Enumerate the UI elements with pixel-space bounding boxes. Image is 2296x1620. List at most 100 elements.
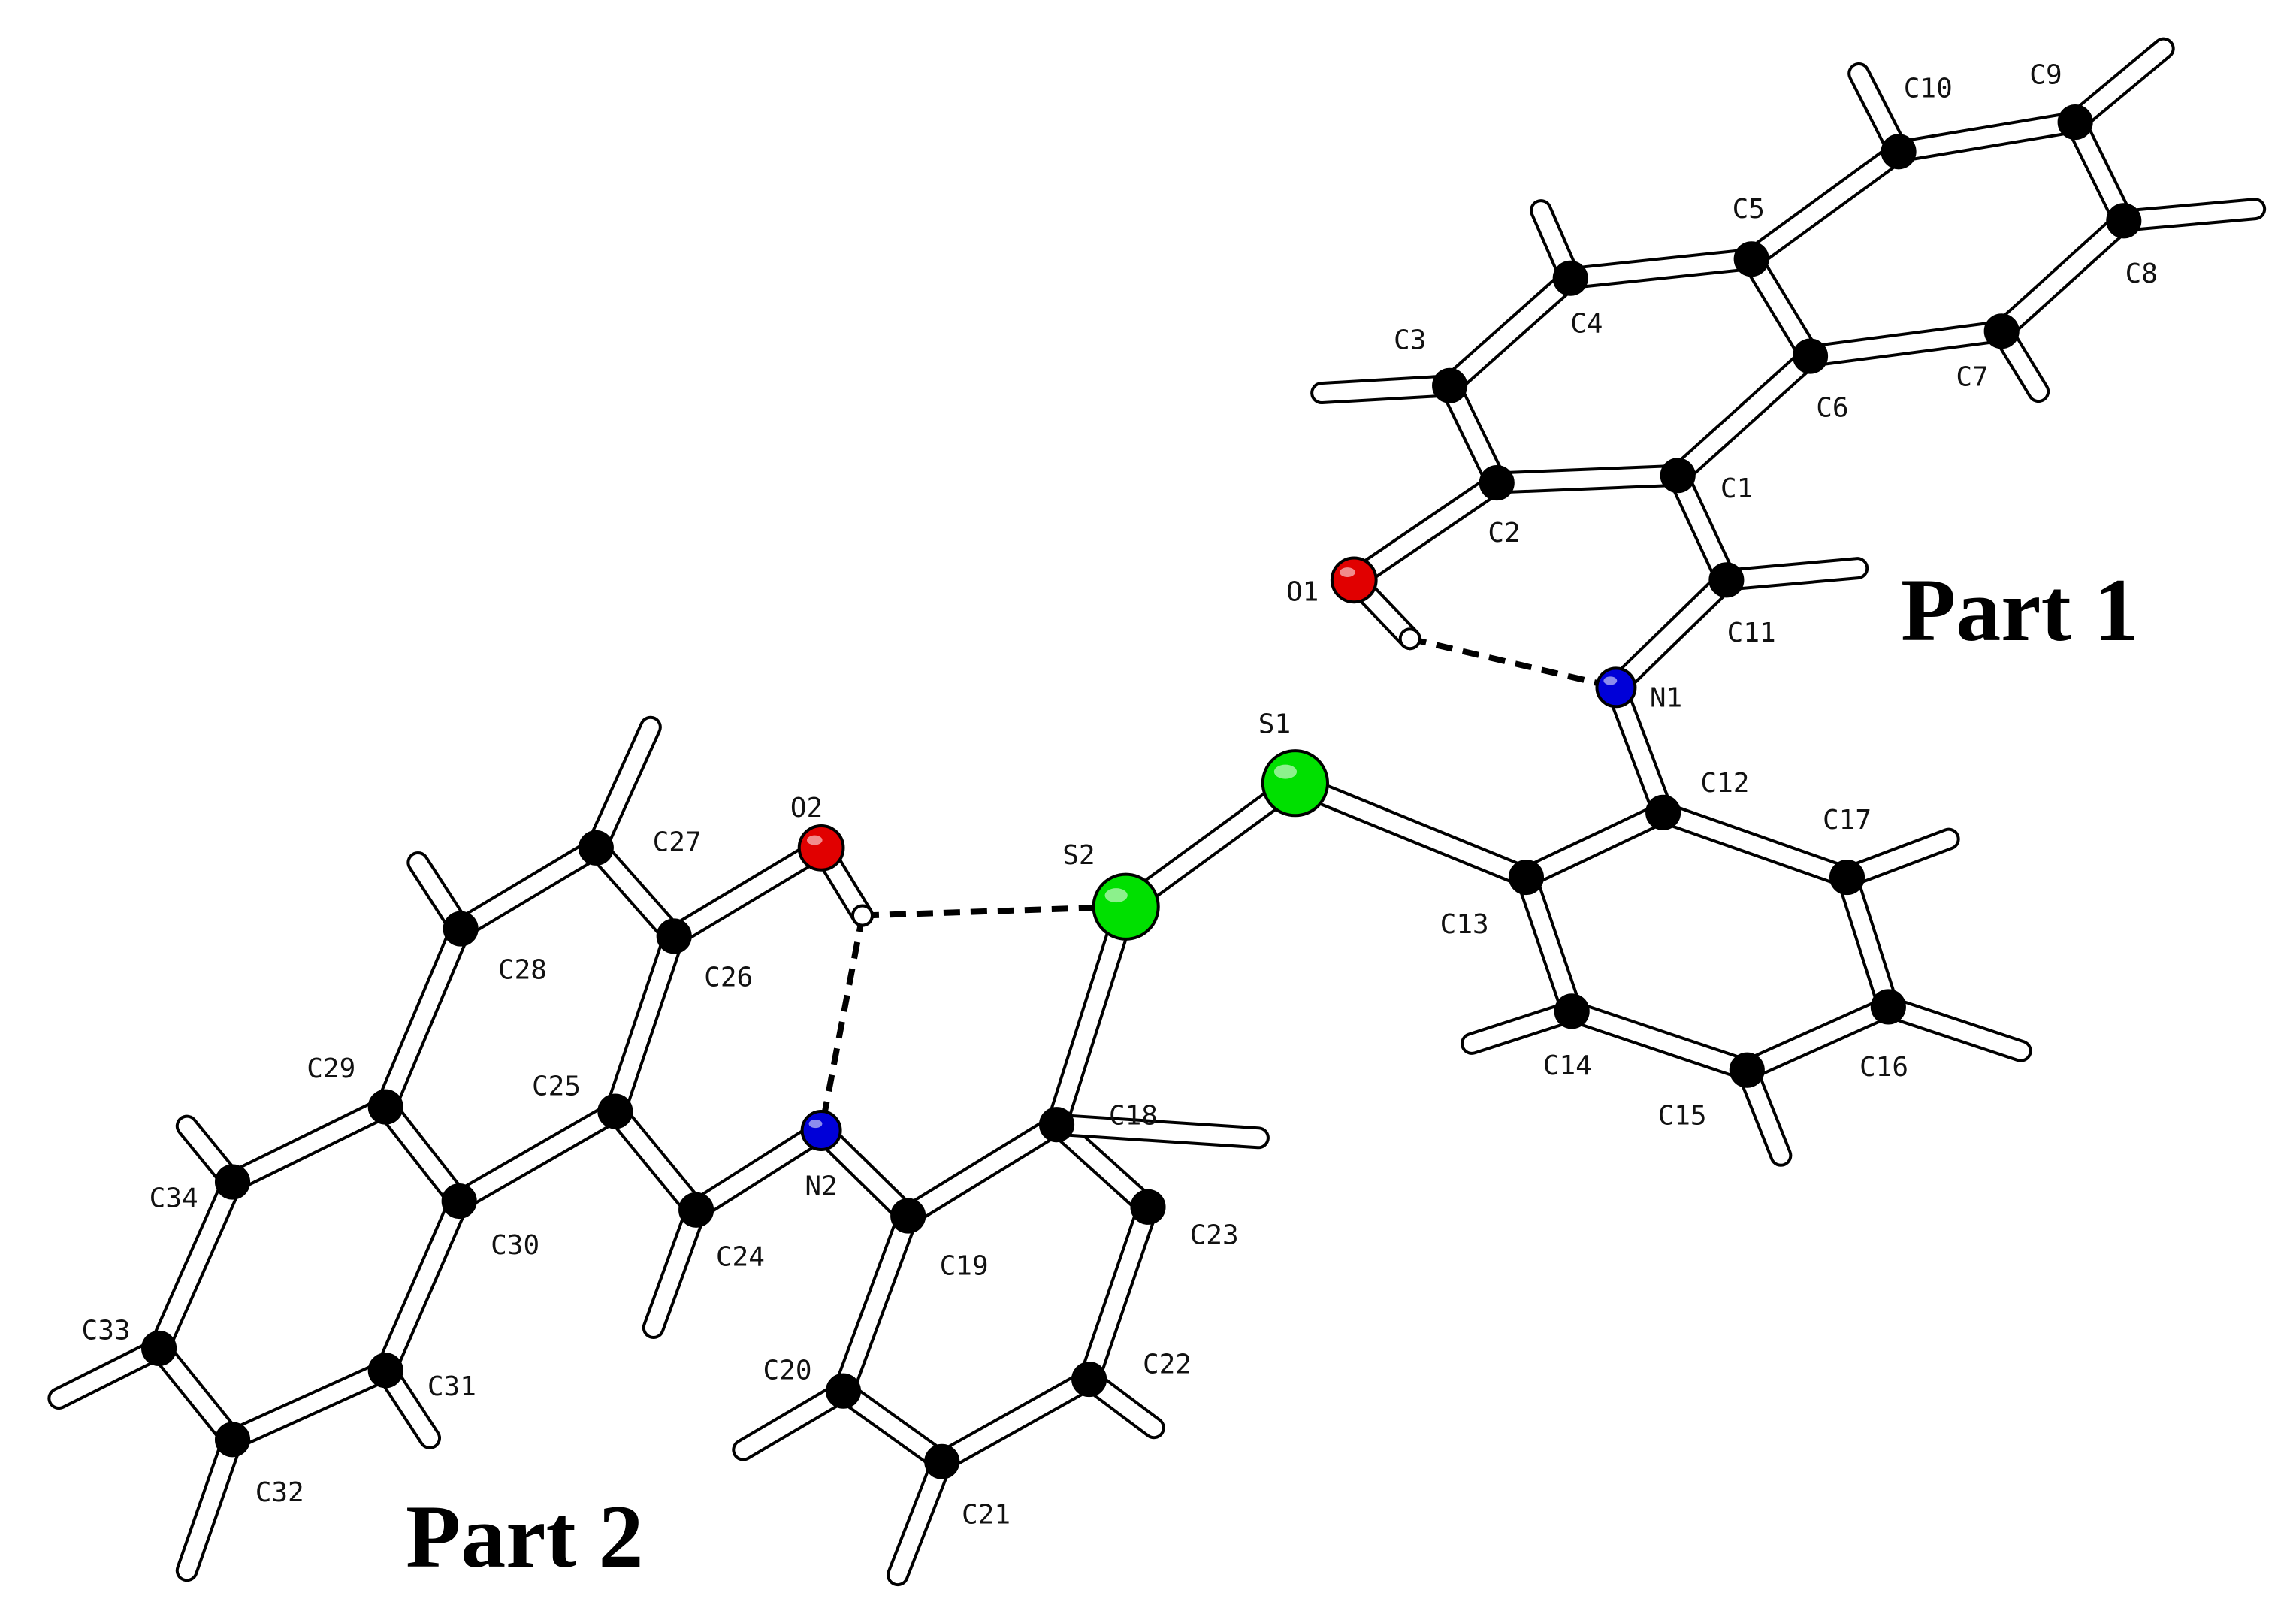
bond-c4-c5 [1559,247,1763,290]
bond-s1-s2 [1114,772,1307,918]
atom-label-n2: N2 [805,1171,837,1202]
bond-c33-h [47,1337,171,1410]
bond-c10-c9 [1887,110,2087,163]
bond-c8-h [2112,198,2267,232]
bond-c24-c25 [603,1100,708,1222]
hydrogen-bond-h2-s2 [862,903,1126,919]
atom-c14 [1554,993,1590,1029]
atom-c22 [1071,1362,1107,1398]
bond-c14-c15 [1560,999,1759,1082]
atom-label-c11: C11 [1727,618,1776,648]
atom-s2 [1092,872,1160,941]
atom-c28 [443,911,479,947]
bond-c27-h [585,715,662,860]
atom-label-c34: C34 [150,1183,198,1213]
atom-c24 [678,1192,714,1228]
bond-c7-c6 [1799,319,2014,368]
atom-highlight [808,1119,823,1129]
atom-c18 [1038,1107,1075,1143]
hydrogen-bond-h2-n2 [818,914,866,1132]
atom-highlight [1603,676,1618,685]
bond-c18-c19 [896,1113,1068,1228]
bond-c26-o2 [663,836,833,948]
atom-c29 [367,1089,403,1125]
atom-c25 [597,1093,633,1129]
bond-c32-c31 [221,1359,397,1451]
bond-c12-c13 [1515,801,1675,889]
bond-c26-c27 [585,836,686,948]
bond-c5-c6 [1740,247,1822,368]
atom-label-c27: C27 [653,827,702,857]
covalent-bond-layer [47,37,2267,1587]
bond-c1-c2 [1485,464,1690,494]
atom-c20 [825,1373,862,1409]
atom-label-s1: S1 [1258,709,1291,740]
atom-label-c15: C15 [1658,1101,1707,1132]
bond-c20-c21 [832,1380,953,1473]
atom-c32 [214,1422,251,1458]
bond-c25-c26 [603,924,686,1123]
atom-c6 [1792,338,1829,374]
bond-c20-h [732,1380,855,1461]
atom-c13 [1508,860,1545,896]
atom-c21 [924,1443,960,1479]
bond-s2-c18 [1045,895,1137,1136]
atom-c9 [2057,104,2093,141]
atom-highlight [807,835,823,845]
part-2-label: Part 2 [406,1486,644,1586]
bond-c3-h [1310,374,1461,405]
atom-c30 [441,1183,477,1220]
atom-label-c13: C13 [1440,909,1489,940]
bond-c13-s1 [1283,772,1538,889]
atom-c5 [1733,241,1769,277]
atom-label-c18: C18 [1109,1101,1158,1132]
atom-c4 [1552,260,1588,296]
bond-c16-h [1877,995,2032,1062]
bond-c29-c30 [374,1096,471,1213]
atom-c10 [1881,134,1917,170]
atom-label-c17: C17 [1823,805,1872,836]
bond-c2-c3 [1438,374,1509,494]
bond-c18-h [1045,1113,1270,1150]
atom-h2 [850,904,874,927]
bond-c9-c8 [2064,110,2135,232]
atom-label-c6: C6 [1816,392,1848,423]
bond-c17-c12 [1651,801,1859,889]
hydrogen-bond-h1-n1 [1409,636,1617,691]
atom-label-c26: C26 [704,963,753,993]
atom-c19 [890,1198,926,1234]
bond-c24-h [642,1198,708,1339]
bond-c3-c4 [1438,267,1582,397]
bond-c15-c16 [1736,995,1900,1082]
atom-h1 [1398,627,1421,651]
atom-label-c3: C3 [1394,325,1426,355]
bond-c19-c20 [832,1204,920,1403]
bond-c21-c22 [930,1368,1101,1473]
atom-label-c4: C4 [1570,309,1603,340]
bond-c2-o1 [1343,471,1509,591]
atom-highlight [1104,888,1128,903]
atom-label-n1: N1 [1650,682,1682,713]
atom-c7 [1983,313,2020,349]
atom-label-o1: O1 [1286,576,1319,607]
atom-o2 [797,824,845,872]
atom-n2 [800,1110,842,1151]
atom-c3 [1432,367,1468,403]
atom-c34 [214,1164,251,1200]
bond-c28-c29 [374,917,473,1119]
atom-label-s2: S2 [1062,840,1095,871]
atom-label-layer: C1C2C3C4C5C6C7C8C9C10C11C12C13C14C15C16C… [82,60,2158,1531]
bond-c27-c28 [449,836,608,941]
atom-c12 [1645,794,1681,830]
atom-label-c2: C2 [1488,518,1520,549]
bond-c23-c18 [1045,1113,1159,1219]
bond-c6-c1 [1666,345,1822,487]
atom-label-c33: C33 [82,1316,131,1346]
atom-c1 [1660,458,1696,494]
bond-c11-n1 [1604,568,1738,699]
bond-c11-h [1714,557,1869,591]
bond-c22-c23 [1077,1195,1159,1391]
bond-c8-c7 [1990,209,2135,343]
bond-c1-c11 [1666,464,1738,591]
